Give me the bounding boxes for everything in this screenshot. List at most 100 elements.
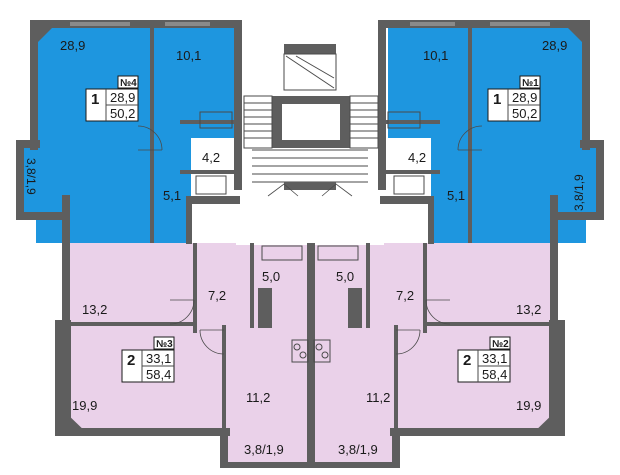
- apt1-room-label: 28,9: [542, 38, 567, 53]
- wall-apt3-kitchen: [222, 325, 226, 430]
- apt4-rooms: 1: [91, 91, 99, 108]
- apt3-tub: [261, 245, 303, 261]
- apt4-hall-fill: [151, 138, 191, 243]
- apt2-stove: [313, 339, 331, 363]
- apt1-bath-label: 4,2: [408, 150, 426, 165]
- apt2-number: №2: [492, 339, 509, 350]
- apt4-hall-label: 5,1: [163, 188, 181, 203]
- apt3-shaft: [258, 288, 272, 328]
- stair-steps-right: [349, 95, 379, 149]
- apt4-shower: [195, 175, 227, 195]
- corner-top-right: [560, 20, 590, 42]
- apt2-fill: [314, 243, 554, 430]
- apt1-balcony-fill: [578, 148, 598, 216]
- apt1-number: №1: [522, 78, 539, 89]
- apt3-stove: [291, 339, 309, 363]
- apt1-total-area: 50,2: [512, 106, 537, 121]
- apt1-kitchen-fill: [388, 28, 471, 138]
- apt4-room-label: 28,9: [60, 38, 85, 53]
- apt2-rooms: 2: [463, 352, 471, 369]
- apt2-balcony-label: 3,8/1,9: [338, 442, 378, 457]
- apt3-balcony-label: 3,8/1,9: [244, 442, 284, 457]
- wall-left-step2: [16, 212, 70, 220]
- apt1-number-box: [519, 75, 541, 89]
- stair-steps-left: [243, 95, 273, 149]
- door-apt4: [137, 125, 163, 151]
- stair-diag: [285, 55, 335, 89]
- wall-right-step: [580, 140, 604, 148]
- apt1-rooms: 1: [493, 91, 501, 108]
- door-stair-left: [267, 183, 299, 197]
- apt2-balcony-fill: [314, 430, 396, 465]
- wall-apt2-kitchen: [394, 325, 398, 430]
- apt2-room-b-label: 19,9: [516, 398, 541, 413]
- corner-bottom-right: [530, 410, 565, 436]
- wall-bottom-right: [390, 428, 565, 436]
- apt4-balcony-label: 3,8/1,9: [24, 158, 38, 195]
- apt3-hall-label: 7,2: [208, 288, 226, 303]
- apt2-hall-label: 7,2: [396, 288, 414, 303]
- apt3-living-area: 33,1: [146, 351, 171, 366]
- door-apt1: [457, 125, 483, 151]
- wall-left-mid: [62, 195, 70, 320]
- wall-apt1-bath2: [386, 170, 440, 174]
- stair-wall-right: [378, 20, 386, 190]
- door-stair-right: [321, 183, 353, 197]
- wall-apt2-bath: [366, 243, 370, 328]
- wall-apt3-bath: [250, 243, 254, 328]
- apartment-info-1: №1 1 28,9 50,2: [487, 75, 541, 122]
- wall-right-step2: [550, 212, 604, 220]
- apt2-living-area: 33,1: [482, 351, 507, 366]
- apt4-number-box: [117, 75, 139, 89]
- apt4-number: №4: [120, 78, 137, 89]
- apt3-kitchen-label: 11,2: [246, 390, 270, 405]
- wall-left-step: [16, 140, 40, 148]
- wall-apt4-bath: [180, 120, 234, 124]
- apt1-room-fill: [471, 28, 586, 243]
- stair-top: [284, 44, 336, 54]
- wall-corridor-right: [428, 204, 434, 244]
- apt3-total-area: 58,4: [146, 367, 171, 382]
- apartment-info-4: №4 1 28,9 50,2: [85, 75, 139, 122]
- window-top-left: [70, 22, 130, 26]
- apt2-tub: [317, 245, 359, 261]
- door-apt2: [425, 299, 451, 325]
- apt1-tub: [387, 111, 421, 129]
- apt2-number-box: [489, 336, 511, 350]
- apt3-number-box: [153, 336, 175, 350]
- apt3-fill: [68, 243, 308, 430]
- apt3-balcony-fill: [226, 430, 308, 465]
- apt2-bath-label: 5,0: [336, 269, 354, 284]
- apt1-living-area: 28,9: [512, 90, 537, 105]
- apt4-tub: [199, 111, 233, 129]
- wall-top-left: [30, 20, 240, 28]
- wall-apt2-rooms: [427, 322, 552, 326]
- corner-top-left: [30, 20, 60, 42]
- apt2-kitchen-label: 11,2: [366, 390, 390, 405]
- wall-apt1-kitchen: [468, 28, 472, 243]
- wall-balcony-left-l: [220, 428, 228, 468]
- stair-landing: [283, 53, 337, 91]
- wall-balcony-right-b: [308, 462, 400, 468]
- apt2-shaft: [348, 288, 362, 328]
- stair-diag2: [295, 55, 335, 79]
- apartment-info-2: №2 2 33,1 58,4: [457, 336, 511, 383]
- apt4-balcony-fill: [22, 148, 42, 216]
- apt2-total-area: 58,4: [482, 367, 507, 382]
- apt1-hall-label: 5,1: [447, 188, 465, 203]
- stair-core-inner: [282, 104, 340, 140]
- wall-left-upper: [30, 20, 38, 150]
- wall-apt3-hall: [193, 243, 197, 333]
- wall-bottom-left: [55, 428, 230, 436]
- apt1-shower: [393, 175, 425, 195]
- apartment-info-3: №3 2 33,1 58,4: [121, 336, 175, 383]
- stair-wall-left: [234, 20, 242, 190]
- wall-center-lower: [307, 243, 315, 468]
- apt3-rooms: 2: [127, 352, 135, 369]
- apt1-kitchen-label: 10,1: [423, 48, 448, 63]
- wall-right-balcony: [596, 140, 604, 220]
- wall-left-lower: [55, 320, 71, 430]
- wall-right-mid: [550, 195, 558, 320]
